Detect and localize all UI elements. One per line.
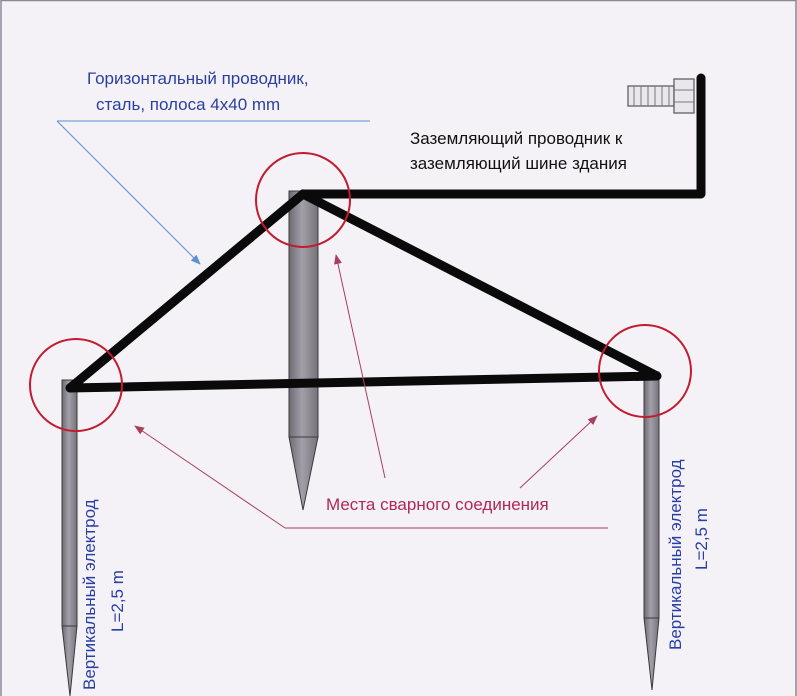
vertical-electrode-left-label: Вертикальный электрод L=2,5 m [80,499,127,690]
vertical-electrode-right-line1: Вертикальный электрод [666,459,685,650]
weld-arrow-left [134,425,286,529]
grounding-conductor-label-line1: Заземляющий проводник к [410,129,623,148]
electrode-right [643,371,660,691]
weld-circle-center [255,152,351,248]
weld-arrow-right [519,415,598,489]
vertical-electrode-right-label: Вертикальный электрод L=2,5 m [666,459,711,650]
vertical-electrode-right-line2: L=2,5 m [692,508,711,570]
horizontal-conductor-label-line1: Горизонтальный проводник, [87,69,309,88]
weld-circle-left [29,338,123,432]
horizontal-conductor [65,189,662,393]
vertical-electrode-left-line1: Вертикальный электрод [80,499,99,690]
weld-arrow-center [334,254,386,479]
weld-circle-right [598,324,692,418]
vertical-electrode-left-line2: L=2,5 m [108,570,127,632]
electrode-center [288,190,319,511]
horizontal-label-arrow [56,120,201,265]
grounding-conductor-label-line2: заземляющий шине здания [410,154,627,173]
grounding-conductor [298,73,706,199]
electrode-left [61,379,78,696]
horizontal-conductor-label-line2: сталь, полоса 4х40 mm [96,95,280,114]
bolt-icon [627,78,695,114]
weld-points-label: Места сварного соединения [326,495,549,514]
